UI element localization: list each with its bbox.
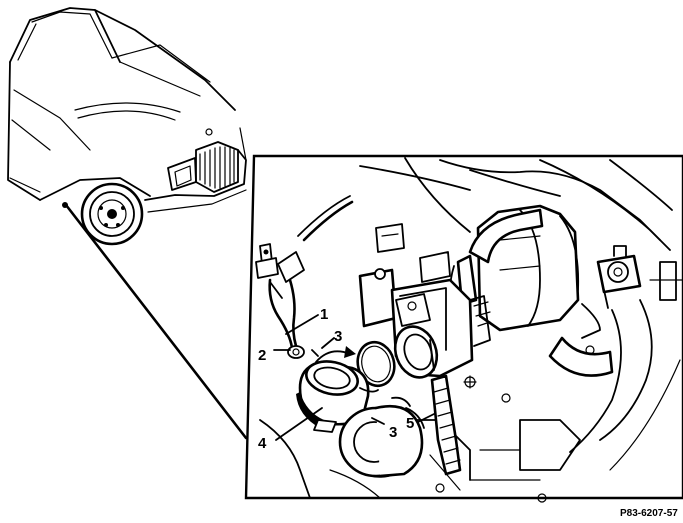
throttle-body	[358, 268, 491, 476]
leader-3b	[371, 417, 385, 425]
callout-2: 2	[258, 347, 266, 364]
car-overview-illustration	[7, 7, 247, 246]
callout-5: 5	[406, 415, 414, 432]
detail-panel: 1 2 3 4 3 5	[244, 154, 683, 503]
callout-leader-lines	[273, 314, 435, 441]
leader-3a	[321, 337, 335, 349]
intake-cup-part-4	[296, 360, 379, 433]
callout-3-lower: 3	[389, 424, 397, 441]
callout-3-upper: 3	[334, 328, 342, 345]
callout-4: 4	[258, 435, 267, 452]
seal-ring-part-3	[311, 340, 396, 388]
leader-4	[275, 407, 323, 441]
intake-manifold	[375, 204, 642, 377]
leader-5	[417, 413, 435, 423]
detail-pointer-line	[64, 203, 248, 440]
sensor-harness	[255, 243, 305, 359]
figure-code: P83-6207-57	[620, 508, 678, 519]
leader-1	[285, 314, 319, 335]
filter-housing-part-3	[338, 396, 425, 478]
engine-bay-outlines	[259, 157, 683, 503]
callout-1: 1	[320, 306, 328, 323]
